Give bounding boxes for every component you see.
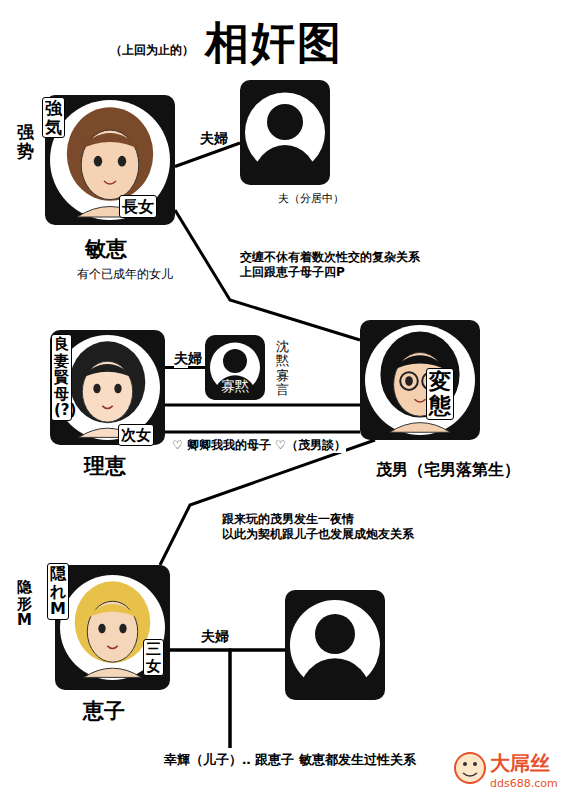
- relation-line: [170, 650, 230, 748]
- trait-tag: 強気: [42, 97, 65, 138]
- silhouette-head: [315, 614, 355, 654]
- character-name: 敏恵: [85, 237, 127, 262]
- watermark-url: dds688.com: [490, 777, 558, 790]
- character-portrait: 強気强势長女敏恵有个已成年的女儿: [45, 95, 175, 225]
- relation-line: [165, 431, 360, 434]
- character-name: 隐形M: [17, 579, 32, 629]
- silhouette-body: [213, 375, 256, 400]
- character-name: 理恵: [84, 454, 126, 479]
- trait-tag: 変態: [426, 368, 454, 420]
- trait-tag: 三女: [143, 639, 164, 676]
- trait-tag: 良妻賢母(?): [51, 334, 72, 421]
- relation-label: ♡ 卿卿我我的母子 ♡（茂男談）: [172, 438, 346, 453]
- silhouette-portrait: [285, 590, 385, 700]
- portrait-frame: [50, 330, 165, 445]
- trait-tag: 長女: [119, 195, 157, 218]
- relation-label: 夫婦: [174, 350, 188, 368]
- node-text: 沈黙寡言: [276, 340, 289, 397]
- node-text: 寡黙: [221, 378, 249, 395]
- silhouette-portrait: 夫（分居中）: [240, 80, 330, 185]
- portrait-frame: [360, 320, 480, 440]
- silhouette-figure: [285, 590, 385, 700]
- character-portrait: 変態茂男（宅男落第生）: [360, 320, 480, 440]
- watermark-text: 大屌丝: [490, 750, 550, 777]
- subtitle-note: （上回为止的）: [110, 42, 194, 59]
- portrait-window: [365, 325, 475, 435]
- face-drawing: [70, 341, 146, 437]
- portrait-figure: [360, 320, 480, 440]
- character-name: 恵子: [83, 699, 125, 724]
- relation-label: 跟来玩的茂男发生一夜情 以此为契机跟儿子也发展成炮友关系: [222, 512, 437, 542]
- silhouette-figure: [240, 80, 330, 185]
- face-drawing: [75, 581, 151, 677]
- portrait-window: [60, 575, 165, 680]
- trait-tag: 次女: [118, 424, 154, 446]
- text-node: 幸輝（儿子）‥ 跟恵子 敏恵都发生过性关系: [160, 748, 420, 772]
- silhouette-head: [267, 104, 303, 140]
- trait-tag: 隠れM: [47, 563, 69, 620]
- relation-label: 夫婦: [200, 130, 214, 148]
- relation-label: 夫婦: [201, 628, 215, 646]
- relation-line: [160, 440, 375, 565]
- relation-label: 交缠不休有着数次性交的复杂关系 上回跟恵子母子四P: [240, 250, 445, 280]
- character-name: 茂男（宅男落第生）: [376, 460, 520, 479]
- diagram-title: 相奸图: [205, 14, 343, 73]
- relation-line: [165, 404, 360, 407]
- silhouette-portrait: 寡黙沈黙寡言: [205, 335, 265, 400]
- portrait-frame: [55, 565, 170, 690]
- node-text: 有个已成年的女儿: [77, 267, 173, 281]
- portrait-window: [50, 100, 170, 220]
- silhouette-head: [223, 349, 247, 373]
- face-drawing: [380, 332, 459, 433]
- character-name: 强势: [17, 123, 34, 160]
- character-portrait: 良妻賢母(?)次女理恵: [50, 330, 165, 445]
- relation-line: [230, 650, 285, 748]
- node-text: 幸輝（儿子）‥ 跟恵子 敏恵都发生过性关系: [164, 751, 416, 769]
- node-text: 夫（分居中）: [278, 192, 344, 205]
- character-portrait: 隠れM隐形M三女恵子: [55, 565, 170, 690]
- portrait-frame: [205, 335, 265, 400]
- silhouette-body: [299, 658, 371, 700]
- watermark-logo: [455, 753, 485, 783]
- silhouette-body: [253, 145, 318, 185]
